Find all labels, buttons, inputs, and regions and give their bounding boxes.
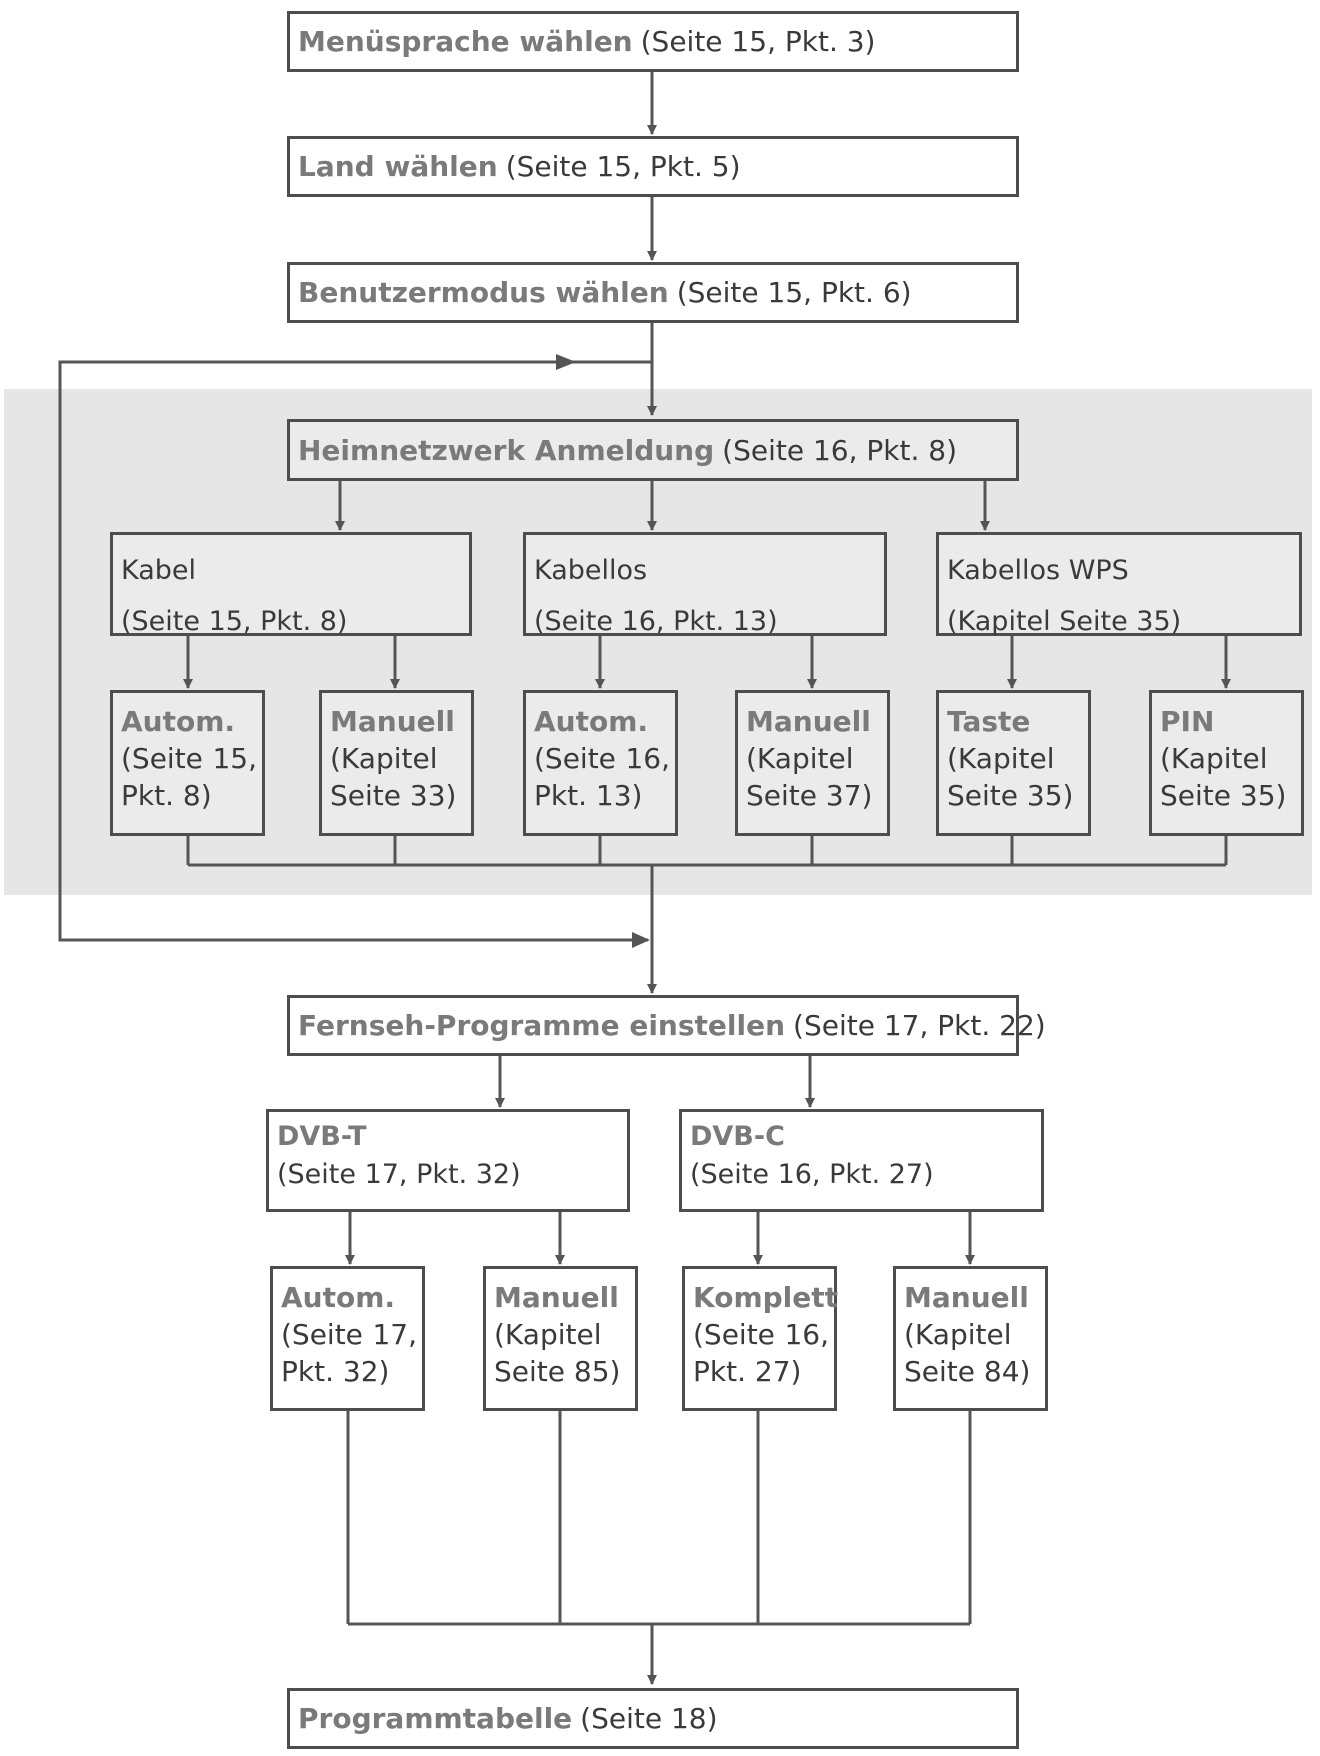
option-kabellos-autom: Autom. (Seite 16, Pkt. 13)	[523, 690, 678, 836]
option-label: Komplett	[693, 1281, 839, 1314]
network-kabellos-wps: Kabellos WPS (Kapitel Seite 35)	[936, 532, 1302, 637]
option-ref2: Pkt. 32)	[281, 1355, 390, 1388]
step-ref: (Seite 18)	[580, 1702, 718, 1735]
option-ref2: Seite 33)	[330, 779, 457, 812]
option-kabellos-manuell: Manuell (Kapitel Seite 37)	[735, 690, 890, 836]
tv-dvb-c: DVB-C (Seite 16, Pkt. 27)	[679, 1109, 1044, 1212]
bypass-end-arrowhead	[632, 932, 650, 948]
option-ref: (Kapitel	[746, 742, 854, 775]
option-ref2: Pkt. 8)	[121, 779, 212, 812]
option-ref: (Kapitel	[330, 742, 438, 775]
tv-ref: (Seite 16, Pkt. 27)	[690, 1159, 934, 1190]
option-label: Autom.	[534, 705, 649, 738]
option-label: Manuell	[746, 705, 871, 738]
option-ref: (Seite 15,	[121, 742, 257, 775]
option-ref2: Pkt. 27)	[693, 1355, 802, 1388]
option-dvbc-manuell: Manuell (Kapitel Seite 84)	[893, 1266, 1048, 1411]
option-ref2: Seite 85)	[494, 1355, 621, 1388]
network-kabellos: Kabellos (Seite 16, Pkt. 13)	[523, 532, 887, 637]
option-label: Autom.	[121, 705, 236, 738]
option-ref: (Kapitel	[1160, 742, 1268, 775]
option-kabel-autom: Autom. (Seite 15, Pkt. 8)	[110, 690, 265, 836]
step-ref: (Seite 15, Pkt. 5)	[505, 150, 741, 183]
step-label: Menüsprache wählen	[298, 25, 633, 58]
step-menusprache: Menüsprache wählen(Seite 15, Pkt. 3)	[287, 11, 1019, 72]
tv-title: DVB-T	[277, 1121, 367, 1152]
option-ref: (Seite 17,	[281, 1318, 417, 1351]
option-label: Autom.	[281, 1281, 396, 1314]
option-ref2: Seite 35)	[1160, 779, 1287, 812]
option-ref: (Kapitel	[904, 1318, 1012, 1351]
option-ref: (Kapitel	[494, 1318, 602, 1351]
bypass-line	[58, 360, 652, 942]
network-ref: (Kapitel Seite 35)	[947, 606, 1182, 637]
option-ref2: Seite 35)	[947, 779, 1074, 812]
network-title: Kabel	[121, 555, 197, 586]
option-ref2: Seite 37)	[746, 779, 873, 812]
step-label: Land wählen	[298, 150, 498, 183]
step-ref: (Seite 15, Pkt. 3)	[640, 25, 876, 58]
option-ref: (Seite 16,	[534, 742, 670, 775]
option-label: PIN	[1160, 705, 1215, 738]
step-ref: (Seite 16, Pkt. 8)	[722, 433, 958, 467]
step-heimnetzwerk: Heimnetzwerk Anmeldung(Seite 16, Pkt. 8)	[287, 419, 1019, 481]
option-wps-taste: Taste (Kapitel Seite 35)	[936, 690, 1091, 836]
step-ref: (Seite 17, Pkt. 22)	[793, 1009, 1046, 1042]
step-label: Fernseh-Programme einstellen	[298, 1009, 786, 1042]
step-label: Benutzermodus wählen	[298, 276, 669, 309]
option-label: Taste	[947, 705, 1031, 738]
step-benutzermodus: Benutzermodus wählen(Seite 15, Pkt. 6)	[287, 262, 1019, 323]
step-fernseh-programme: Fernseh-Programme einstellen(Seite 17, P…	[287, 995, 1046, 1056]
tv-title: DVB-C	[690, 1121, 785, 1152]
bypass-arrowhead	[556, 354, 576, 370]
option-label: Manuell	[494, 1281, 619, 1314]
step-ref: (Seite 15, Pkt. 6)	[676, 276, 912, 309]
option-label: Manuell	[330, 705, 455, 738]
option-kabel-manuell: Manuell (Kapitel Seite 33)	[319, 690, 474, 836]
option-dvbt-manuell: Manuell (Kapitel Seite 85)	[483, 1266, 638, 1411]
tv-dvb-t: DVB-T (Seite 17, Pkt. 32)	[266, 1109, 630, 1212]
network-kabel: Kabel (Seite 15, Pkt. 8)	[110, 532, 472, 637]
option-ref: (Seite 16,	[693, 1318, 829, 1351]
option-ref: (Kapitel	[947, 742, 1055, 775]
network-ref: (Seite 15, Pkt. 8)	[121, 606, 348, 637]
option-dvbc-komplett: Komplett (Seite 16, Pkt. 27)	[682, 1266, 839, 1411]
network-title: Kabellos WPS	[947, 555, 1129, 586]
step-land: Land wählen(Seite 15, Pkt. 5)	[287, 136, 1019, 197]
option-ref2: Pkt. 13)	[534, 779, 643, 812]
option-label: Manuell	[904, 1281, 1029, 1314]
option-ref2: Seite 84)	[904, 1355, 1031, 1388]
option-wps-pin: PIN (Kapitel Seite 35)	[1149, 690, 1304, 836]
step-programmtabelle: Programmtabelle(Seite 18)	[287, 1688, 1019, 1749]
network-ref: (Seite 16, Pkt. 13)	[534, 606, 778, 637]
tv-ref: (Seite 17, Pkt. 32)	[277, 1159, 521, 1190]
step-label: Heimnetzwerk Anmeldung	[298, 433, 715, 467]
network-title: Kabellos	[534, 555, 648, 586]
option-dvbt-autom: Autom. (Seite 17, Pkt. 32)	[270, 1266, 425, 1411]
step-label: Programmtabelle	[298, 1702, 573, 1735]
